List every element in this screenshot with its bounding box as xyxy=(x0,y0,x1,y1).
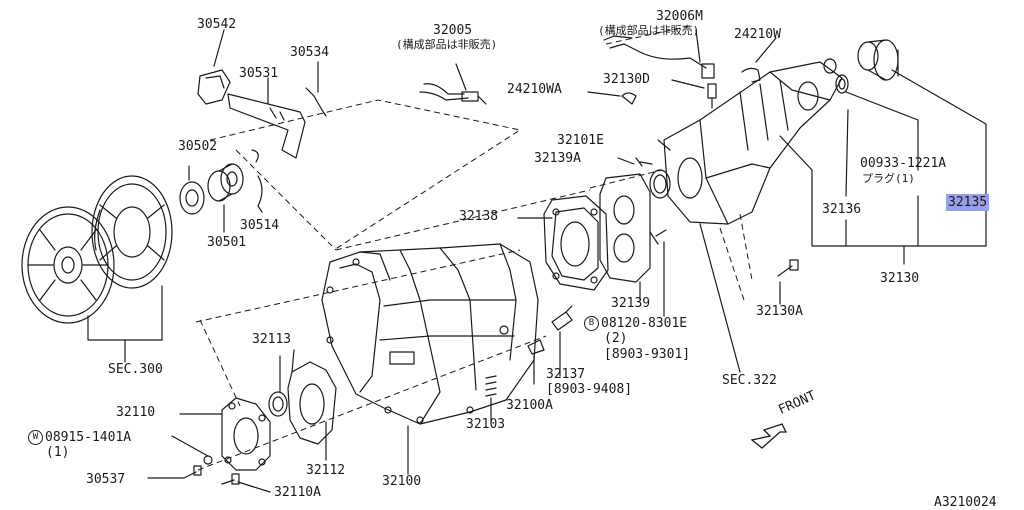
date-08120: [8903-9301] xyxy=(604,347,691,362)
clip-24210w xyxy=(741,67,761,83)
lever-clip xyxy=(305,87,327,117)
label-30542: 30542 xyxy=(197,17,237,32)
label-32136: 32136 xyxy=(822,202,862,217)
label-30502: 30502 xyxy=(178,139,218,154)
sec300-bracket xyxy=(87,285,163,341)
note-32006m: (構成部品は非販売) xyxy=(598,24,700,37)
withdrawal-lever xyxy=(227,93,306,159)
label-24210w: 24210W xyxy=(734,27,781,42)
b-marker-icon: B xyxy=(584,316,599,331)
highlighted-part-32135[interactable]: 32135 xyxy=(946,194,990,211)
switch-32137 xyxy=(551,305,573,331)
bolt-32139a xyxy=(635,157,653,167)
note-32005: (構成部品は非販売) xyxy=(396,38,498,51)
qty-08915: (1) xyxy=(46,445,70,460)
label-32130d: 32130D xyxy=(603,72,650,87)
note-00933: プラグ(1) xyxy=(862,172,915,185)
oil-seal-32113 xyxy=(268,391,288,417)
return-spring xyxy=(251,149,263,213)
reference-code: A3210024 xyxy=(934,495,997,510)
label-32005: 32005 xyxy=(433,23,473,38)
rear-extension xyxy=(663,61,843,225)
label-32100a: 32100A xyxy=(506,398,553,413)
label-sec322: SEC.322 xyxy=(722,373,777,388)
release-bearing xyxy=(179,181,205,215)
clutch-cover xyxy=(91,175,173,289)
harness-32005 xyxy=(419,83,487,105)
switch-32130d xyxy=(707,83,717,109)
label-sec300: SEC.300 xyxy=(108,362,163,377)
label-32130: 32130 xyxy=(880,271,920,286)
dust-boot xyxy=(197,69,231,105)
label-32130a: 32130A xyxy=(756,304,803,319)
drain-plug xyxy=(823,58,837,74)
harness-32006m xyxy=(603,35,715,79)
front-cover xyxy=(221,397,271,471)
label-32137: 32137 xyxy=(546,367,586,382)
label-32103: 32103 xyxy=(466,417,506,432)
clip-24210wa xyxy=(621,92,637,105)
front-arrow-icon xyxy=(750,423,788,449)
adapter-plate xyxy=(543,195,609,291)
label-32110: 32110 xyxy=(116,405,156,420)
oil-seal-32136 xyxy=(835,74,849,94)
label-32006m: 32006M xyxy=(656,9,703,24)
spring-32103 xyxy=(485,375,497,397)
label-32138: 32138 xyxy=(459,209,499,224)
gasket-32139 xyxy=(599,173,651,283)
label-32139: 32139 xyxy=(611,296,651,311)
qty-08120: (2) xyxy=(604,331,628,346)
label-32113: 32113 xyxy=(252,332,292,347)
label-32139a: 32139A xyxy=(534,151,581,166)
plug-32100a xyxy=(527,339,545,355)
bolt-32110a xyxy=(221,473,240,485)
label-32110a: 32110A xyxy=(274,485,321,500)
label-30501: 30501 xyxy=(207,235,247,250)
label-00933: 00933-1221A xyxy=(860,156,947,171)
bolt-30537 xyxy=(183,465,202,479)
label-32100: 32100 xyxy=(382,474,422,489)
label-30514: 30514 xyxy=(240,218,280,233)
date-32137: [8903-9408] xyxy=(546,382,633,397)
label-30534: 30534 xyxy=(290,45,330,60)
label-32135: 32135 xyxy=(946,194,990,211)
label-24210wa: 24210WA xyxy=(507,82,562,97)
label-32101e: 32101E xyxy=(557,133,604,148)
mount-bushing xyxy=(857,39,899,81)
bolt-08120 xyxy=(649,229,667,245)
label-30537: 30537 xyxy=(86,472,126,487)
gasket-32112 xyxy=(287,361,337,445)
bearing-sleeve xyxy=(207,163,244,202)
washer-08915 xyxy=(203,455,213,465)
label-32112: 32112 xyxy=(306,463,346,478)
label-30531: 30531 xyxy=(239,66,279,81)
transmission-case xyxy=(321,243,539,425)
w-marker-icon: W xyxy=(28,430,43,445)
bolt-32130a xyxy=(777,259,799,277)
